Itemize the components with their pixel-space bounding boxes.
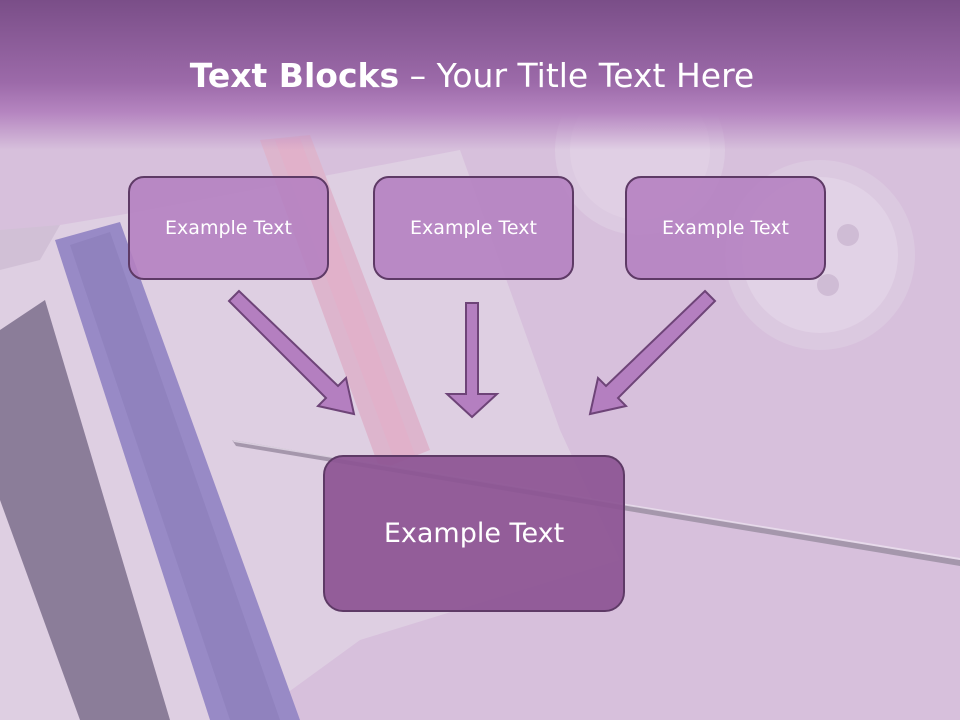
slide-title: Text Blocks – Your Title Text Here	[0, 56, 944, 95]
text-block-top-left-label: Example Text	[165, 217, 292, 239]
title-bold: Text Blocks	[189, 56, 400, 95]
text-block-top-center-label: Example Text	[410, 217, 537, 239]
text-block-top-right-label: Example Text	[662, 217, 789, 239]
title-band	[0, 0, 960, 150]
text-block-top-right[interactable]: Example Text	[625, 176, 826, 280]
text-block-bottom-label: Example Text	[383, 518, 565, 549]
arrow-left-diagonal	[227, 289, 356, 416]
text-block-top-center[interactable]: Example Text	[373, 176, 574, 280]
text-block-bottom[interactable]: Example Text	[323, 455, 625, 612]
title-rest: Your Title Text Here	[436, 56, 755, 95]
text-block-top-left[interactable]: Example Text	[128, 176, 329, 280]
arrow-center-down	[444, 302, 500, 419]
title-dash: –	[399, 56, 437, 95]
arrow-right-diagonal	[588, 289, 717, 416]
